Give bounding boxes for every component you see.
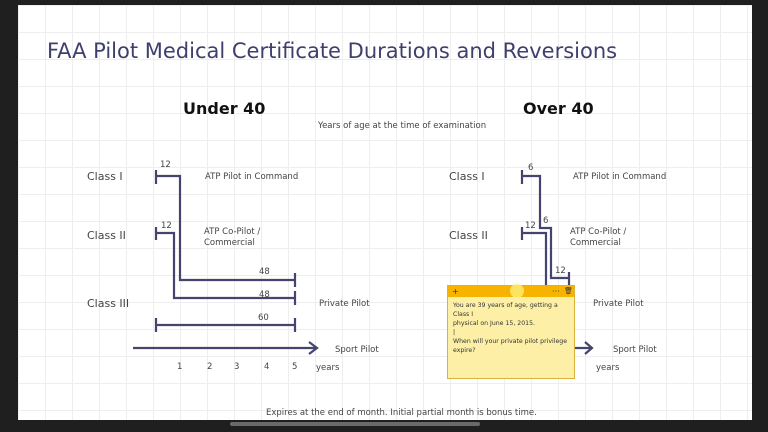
add-note-button[interactable]: + (452, 287, 459, 296)
page-title: FAA Pilot Medical Certificate Durations … (47, 39, 617, 63)
duration-label: 6 (528, 163, 533, 173)
axis-tick: 2 (207, 362, 212, 372)
privilege-sport: Sport Pilot (335, 345, 379, 355)
delete-note-button[interactable]: 🗑 (564, 287, 573, 295)
privilege-pic: ATP Pilot in Command (573, 172, 666, 182)
duration-label: 12 (160, 160, 171, 170)
sticky-note-toolbar: + ··· 🗑 (448, 284, 574, 298)
privilege-commercial: Commercial (570, 238, 621, 248)
note-line: physical on June 15, 2015. (453, 320, 535, 327)
sticky-note-text[interactable]: You are 39 years of age, getting a Class… (448, 297, 574, 359)
duration-label: 48 (259, 267, 270, 277)
over40-class2-path (520, 227, 548, 290)
note-line: You are 39 years of age, getting a Class… (453, 302, 558, 318)
mouse-cursor-highlight (510, 284, 524, 298)
privilege-sport: Sport Pilot (613, 345, 657, 355)
under40-class2-path (154, 227, 297, 305)
privilege-commercial: Commercial (204, 238, 255, 248)
privilege-pic: ATP Pilot in Command (205, 172, 298, 182)
under40-class1-path (154, 170, 297, 287)
whiteboard-canvas[interactable] (18, 5, 752, 420)
duration-label: 60 (258, 313, 269, 323)
axis-tick: 4 (264, 362, 269, 372)
privilege-private: Private Pilot (593, 299, 644, 309)
axis-tick: 1 (177, 362, 182, 372)
sticky-note[interactable]: + ··· 🗑 You are 39 years of age, getting… (447, 284, 575, 379)
duration-label: 12 (161, 221, 172, 231)
axis-unit: years (596, 363, 620, 373)
time-axis-arrow (133, 341, 319, 355)
over40-class1-path (520, 170, 571, 286)
class2-label: Class II (449, 229, 488, 242)
subtitle: Years of age at the time of examination (317, 121, 486, 131)
class2-label: Class II (87, 229, 126, 242)
duration-label: 48 (259, 290, 270, 300)
text-caret: | (453, 329, 456, 336)
over40-heading: Over 40 (523, 99, 594, 118)
privilege-private: Private Pilot (319, 299, 370, 309)
more-options-button[interactable]: ··· (552, 287, 560, 296)
duration-label: 12 (555, 266, 566, 276)
time-axis-arrow (574, 341, 594, 355)
class3-label: Class III (87, 297, 129, 310)
class1-label: Class I (449, 170, 485, 183)
under40-class3-path (154, 318, 297, 332)
horizontal-scrollbar[interactable] (230, 422, 480, 426)
axis-tick: 5 (292, 362, 297, 372)
under40-heading: Under 40 (183, 99, 265, 118)
duration-label: 12 (525, 221, 536, 231)
duration-label: 6 (543, 216, 548, 226)
axis-unit: years (316, 363, 340, 373)
privilege-copilot: ATP Co-Pilot / (570, 227, 626, 237)
privilege-copilot: ATP Co-Pilot / (204, 227, 260, 237)
axis-tick: 3 (234, 362, 239, 372)
footer-note: Expires at the end of month. Initial par… (266, 408, 537, 418)
class1-label: Class I (87, 170, 123, 183)
note-line: When will your private pilot privilege e… (453, 338, 568, 354)
